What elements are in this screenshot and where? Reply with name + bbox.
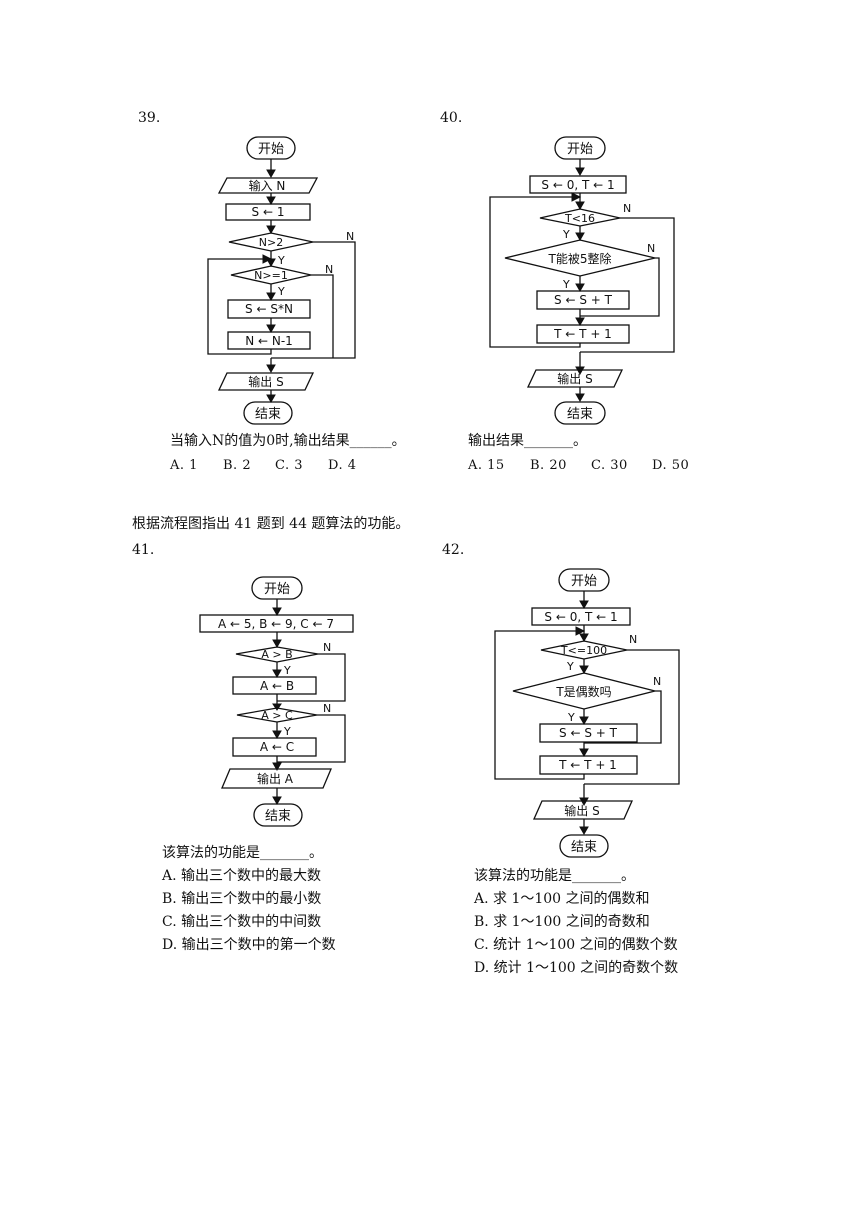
end-label: 结束	[571, 840, 597, 855]
no-label: N	[325, 263, 333, 276]
output-node	[217, 372, 315, 391]
output-label: 输出 S	[248, 374, 283, 389]
start-label: 开始	[567, 142, 593, 157]
end-node	[559, 834, 609, 858]
option-41-c: C. 输出三个数中的中间数	[162, 914, 322, 930]
option-42-c: C. 统计 1～100 之间的偶数个数	[474, 937, 678, 953]
flowchart-41: 开始 A ← 5, B ← 9, C ← 7 A > B N Y A ← B A…	[199, 576, 354, 827]
no-label: N	[653, 675, 661, 688]
option-41-d: D. 输出三个数中的第一个数	[162, 937, 336, 953]
instruction-text: 根据流程图指出 41 题到 44 题算法的功能。	[132, 516, 410, 532]
output-node	[532, 800, 634, 820]
question-number-39: 39.	[138, 110, 161, 126]
yes-label: Y	[562, 228, 570, 241]
s-init-node	[225, 203, 311, 221]
output-node	[526, 369, 624, 388]
yes-label: Y	[562, 278, 570, 291]
question-39-text: 当输入N的值为0时,输出结果______。	[170, 433, 406, 449]
question-42-text: 该算法的功能是_______。	[474, 868, 635, 884]
option-42-b: B. 求 1～100 之间的奇数和	[474, 914, 650, 930]
init-node	[529, 175, 627, 194]
yes-label: Y	[283, 725, 291, 738]
cond2-label: N>=1	[254, 269, 288, 282]
cond1-label: T<16	[564, 212, 595, 225]
calc-node	[536, 290, 630, 310]
question-41-text: 该算法的功能是_______。	[162, 845, 323, 861]
assign1-label: A ← B	[260, 679, 294, 693]
assign2-node	[232, 737, 317, 757]
option-39-c: C. 3	[275, 458, 304, 473]
option-42-d: D. 统计 1～100 之间的奇数个数	[474, 960, 679, 976]
cond2-label: A > C	[261, 709, 293, 722]
init-node	[531, 607, 631, 626]
assign2-label: A ← C	[260, 740, 294, 754]
option-41-b: B. 输出三个数中的最小数	[162, 891, 322, 907]
no-label: N	[323, 641, 331, 654]
output-label: 输出 S	[557, 371, 592, 386]
option-40-b: B. 20	[530, 458, 567, 473]
dec-node	[227, 331, 311, 350]
calc-label: S ← S + T	[554, 293, 613, 307]
output-label: 输出 A	[257, 771, 294, 786]
calc-label: S ← S*N	[245, 302, 293, 316]
option-40-c: C. 30	[591, 458, 628, 473]
end-label: 结束	[567, 407, 593, 422]
option-40-d: D. 50	[652, 458, 690, 473]
yes-label: Y	[566, 660, 574, 673]
option-41-a: A. 输出三个数中的最大数	[162, 868, 322, 884]
no-label: N	[346, 230, 354, 243]
no-label: N	[629, 633, 637, 646]
inc-node	[536, 324, 630, 344]
output-node	[221, 768, 332, 789]
question-number-40: 40.	[440, 110, 463, 126]
input-node	[217, 177, 319, 194]
yes-label: Y	[283, 664, 291, 677]
init-label: A ← 5, B ← 9, C ← 7	[218, 617, 334, 631]
no-label: N	[623, 202, 631, 215]
option-39-b: B. 2	[223, 458, 252, 473]
yes-label: Y	[277, 254, 285, 267]
end-node	[554, 401, 606, 425]
question-number-42: 42.	[442, 542, 465, 558]
no-label: N	[323, 702, 331, 715]
flowchart-42: 开始 S ← 0, T ← 1 T<=100 N Y T是偶数吗 N Y S ←…	[494, 568, 680, 858]
init-label: S ← 0, T ← 1	[541, 178, 614, 192]
start-label: 开始	[571, 574, 597, 589]
question-number-41: 41.	[132, 542, 155, 558]
option-39-a: A. 1	[170, 458, 198, 473]
end-label: 结束	[255, 407, 281, 422]
calc-node	[539, 723, 638, 743]
cond1-label: A > B	[261, 648, 292, 661]
inc-node	[539, 755, 638, 775]
flowchart-40: 开始 S ← 0, T ← 1 T<16 N Y T能被5整除 N Y S ← …	[489, 136, 675, 425]
end-label: 结束	[265, 809, 291, 824]
dec-label: N ← N-1	[245, 334, 293, 348]
yes-label: Y	[277, 285, 285, 298]
s-init-label: S ← 1	[252, 205, 285, 219]
inc-label: T ← T + 1	[558, 758, 617, 772]
end-node	[243, 401, 293, 425]
no-label: N	[647, 242, 655, 255]
calc-node	[227, 299, 311, 319]
option-42-a: A. 求 1～100 之间的偶数和	[474, 891, 650, 907]
cond2-label: T能被5整除	[548, 251, 612, 266]
option-40-a: A. 15	[468, 458, 505, 473]
cond1-label: N>2	[259, 236, 283, 249]
end-node	[253, 803, 303, 827]
cond1-label: T<=100	[560, 644, 607, 657]
assign1-node	[232, 676, 317, 695]
option-39-d: D. 4	[328, 458, 357, 473]
start-label: 开始	[264, 582, 290, 597]
calc-label: S ← S + T	[559, 726, 618, 740]
output-label: 输出 S	[564, 803, 599, 818]
flowchart-39: 开始 输入 N S ← 1 N>2 N Y N>=1 N Y S ← S*N N…	[207, 136, 356, 425]
question-40-text: 输出结果_______。	[468, 433, 587, 449]
inc-label: T ← T + 1	[553, 327, 612, 341]
init-label: S ← 0, T ← 1	[544, 610, 617, 624]
yes-label: Y	[567, 711, 575, 724]
cond2-label: T是偶数吗	[555, 684, 611, 699]
start-label: 开始	[258, 142, 284, 157]
input-label: 输入 N	[249, 178, 286, 193]
